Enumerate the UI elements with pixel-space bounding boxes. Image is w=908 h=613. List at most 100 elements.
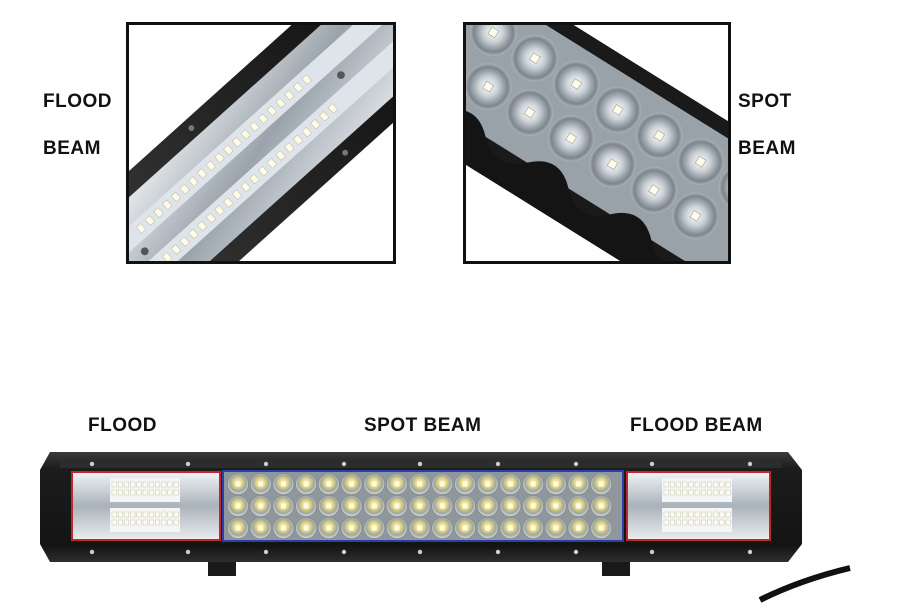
spot-led: [349, 503, 354, 509]
flood-led: [713, 511, 719, 518]
spot-led: [439, 503, 445, 509]
flood-led: [124, 489, 130, 496]
flood-led: [111, 519, 117, 526]
spot-led: [303, 525, 309, 531]
flood-led: [142, 489, 148, 496]
flood-led: [142, 481, 148, 488]
flood-closeup-svg: [129, 25, 393, 261]
flood-led: [167, 489, 173, 496]
left-flood-section: [71, 471, 221, 541]
flood-led: [694, 511, 700, 518]
flood-beam-closeup-image: [126, 22, 396, 264]
flood-led: [719, 481, 725, 488]
spot-led: [462, 525, 468, 531]
spot-led: [507, 481, 513, 487]
spot-led: [280, 481, 286, 487]
spot-led: [417, 481, 423, 487]
flood-led: [155, 519, 161, 526]
spot-led: [485, 481, 491, 487]
flood-led: [148, 519, 154, 526]
flood-led: [682, 481, 688, 488]
flood-led: [167, 481, 173, 488]
spot-section: [222, 470, 624, 542]
flood-led: [670, 481, 675, 488]
spot-led: [258, 503, 264, 509]
spot-led: [576, 503, 581, 509]
flood-led: [694, 481, 700, 488]
flood-led: [713, 489, 719, 496]
flood-led: [719, 489, 725, 496]
flood-led: [663, 481, 669, 488]
flood-led: [130, 511, 136, 518]
spot-beam-label-line2: BEAM: [738, 138, 796, 159]
bottom-flood-label: FLOOD: [88, 415, 157, 436]
flood-led: [148, 489, 154, 496]
flood-led: [725, 511, 731, 518]
flood-led: [161, 511, 167, 518]
spot-led: [576, 481, 581, 487]
spot-led: [439, 525, 445, 531]
flood-led: [707, 511, 713, 518]
flood-led: [167, 519, 173, 526]
flood-led: [688, 511, 694, 518]
flood-led: [676, 519, 682, 526]
spot-led: [394, 525, 400, 531]
flood-led: [682, 511, 688, 518]
flood-led: [130, 481, 136, 488]
spot-led: [598, 503, 604, 509]
spot-beam-closeup-image: [463, 22, 731, 264]
flood-led: [124, 511, 130, 518]
flood-led: [682, 489, 688, 496]
flood-led: [117, 511, 123, 518]
flood-led: [713, 519, 719, 526]
flood-led: [136, 511, 142, 518]
bottom-flood-beam-label: FLOOD BEAM: [630, 415, 763, 436]
flood-led: [670, 511, 675, 518]
led-light-bar-image: [40, 440, 908, 613]
spot-led: [349, 481, 354, 487]
spot-led: [394, 481, 400, 487]
flood-led: [117, 481, 123, 488]
flood-led: [663, 519, 669, 526]
spot-led: [280, 503, 286, 509]
spot-led: [507, 503, 513, 509]
spot-outline: [222, 470, 624, 542]
flood-led: [713, 481, 719, 488]
spot-led: [439, 481, 445, 487]
spot-led: [553, 503, 559, 509]
flood-led: [725, 489, 731, 496]
flood-led: [142, 511, 148, 518]
flood-led: [663, 489, 669, 496]
bottom-spot-beam-label: SPOT BEAM: [364, 415, 482, 436]
flood-led: [719, 519, 725, 526]
spot-led: [349, 525, 354, 531]
flood-led: [688, 489, 694, 496]
spot-led: [303, 481, 309, 487]
flood-led: [161, 481, 167, 488]
flood-led: [111, 481, 117, 488]
light-bar-svg: [40, 452, 851, 603]
right-flood-section: [626, 471, 771, 541]
flood-led: [688, 519, 694, 526]
spot-led: [553, 525, 559, 531]
flood-led: [173, 511, 179, 518]
spot-led: [507, 525, 513, 531]
spot-led: [258, 481, 264, 487]
flood-led: [719, 511, 725, 518]
flood-led: [148, 481, 154, 488]
flood-beam-label-line1: FLOOD: [43, 91, 112, 112]
spot-led: [598, 481, 604, 487]
spot-led: [417, 503, 423, 509]
flood-led: [725, 481, 731, 488]
housing-screws: [89, 461, 753, 555]
flood-led: [694, 519, 700, 526]
flood-led: [676, 489, 682, 496]
flood-led: [161, 489, 167, 496]
spot-led: [530, 481, 536, 487]
flood-led: [701, 481, 706, 488]
spot-led: [258, 525, 264, 531]
flood-led: [694, 489, 700, 496]
flood-led: [701, 489, 706, 496]
flood-led: [173, 481, 179, 488]
spot-led: [462, 503, 468, 509]
